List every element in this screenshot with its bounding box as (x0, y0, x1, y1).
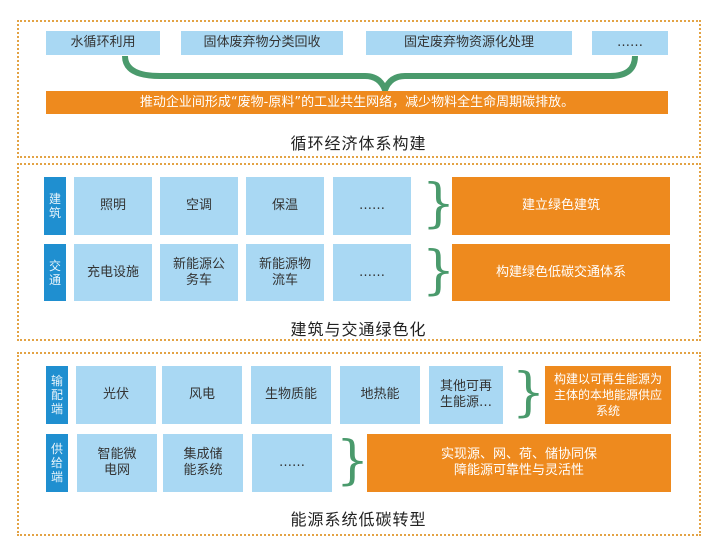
item: 保温 (246, 177, 324, 235)
item-solid-waste-sorting: 固体废弃物分类回收 (181, 31, 343, 55)
brace-icon: } (422, 241, 456, 301)
section-energy-system (17, 352, 701, 536)
item: 地热能 (340, 366, 420, 424)
item: 风电 (162, 366, 242, 424)
item: 空调 (160, 177, 238, 235)
result: 建立绿色建筑 (452, 177, 670, 235)
item: …… (333, 177, 411, 235)
result: 构建绿色低碳交通体系 (452, 244, 670, 301)
item: 新能源物流车 (246, 244, 324, 301)
item: 集成储能系统 (163, 434, 243, 492)
row-label-building: 建筑 (44, 177, 66, 235)
row-label-distribution: 输配端 (46, 366, 68, 424)
section-building-transport (17, 163, 701, 341)
brace-icon: } (336, 431, 370, 491)
item: 光伏 (76, 366, 156, 424)
brace-icon: } (422, 174, 456, 234)
row-label-supply: 供给端 (46, 434, 68, 492)
item: 其他可再生能源… (429, 366, 503, 424)
brace-icon: } (512, 363, 546, 423)
item: 新能源公务车 (160, 244, 238, 301)
item: 生物质能 (251, 366, 331, 424)
item-water-recycling: 水循环利用 (46, 31, 160, 55)
item: 照明 (74, 177, 152, 235)
item: …… (333, 244, 411, 301)
result-industrial-symbiosis: 推动企业间形成“废物-原料”的工业共生网络，减少物料全生命周期碳排放。 (46, 91, 668, 114)
item: …… (252, 434, 332, 492)
item-waste-recycling: 固定废弃物资源化处理 (366, 31, 572, 55)
result: 构建以可再生能源为主体的本地能源供应系统 (545, 366, 671, 424)
row-label-transport: 交通 (44, 244, 66, 301)
section-title: 建筑与交通绿色化 (290, 320, 427, 339)
section-title: 循环经济体系构建 (290, 134, 427, 153)
brace-icon (122, 55, 638, 94)
result: 实现源、网、荷、储协同保障能源可靠性与灵活性 (367, 434, 671, 492)
section-circular-economy (17, 20, 701, 158)
item: 充电设施 (74, 244, 152, 301)
item-more: …… (592, 31, 668, 55)
section-title: 能源系统低碳转型 (290, 510, 427, 529)
item: 智能微电网 (77, 434, 157, 492)
